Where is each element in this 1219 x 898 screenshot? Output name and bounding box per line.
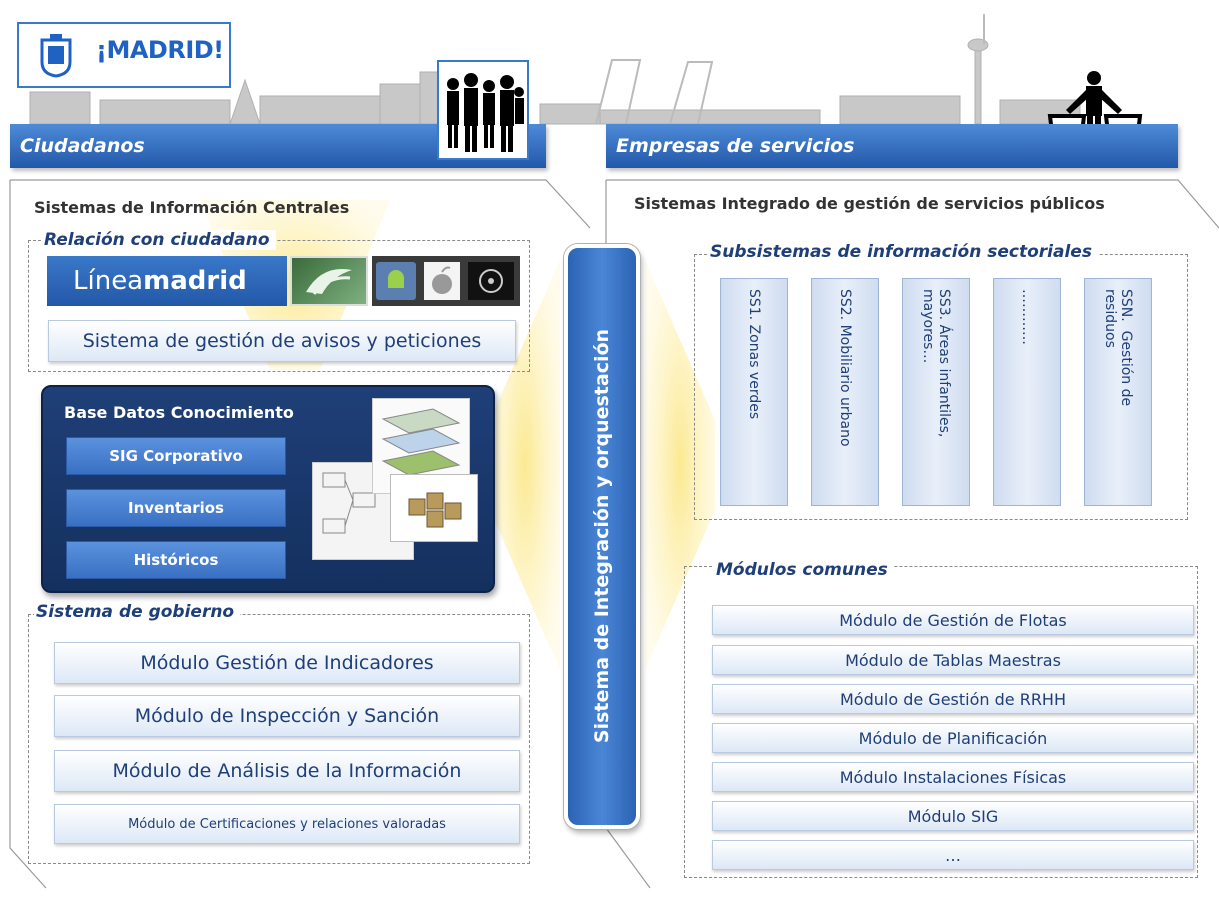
- inventarios-button: Inventarios: [66, 489, 286, 527]
- madrid-logo-text: ¡MADRID!: [96, 36, 224, 64]
- empresas-bar: Empresas de servicios: [606, 124, 1178, 168]
- modulo-more: …: [712, 840, 1194, 870]
- subsystem-ss2: SS2. Mobiliario urbano: [811, 278, 879, 506]
- left-section-title: Sistemas de Información Centrales: [34, 198, 350, 217]
- modulos-comunes-group: [684, 566, 1198, 878]
- cubes-thumbnail: [390, 474, 478, 542]
- apple-icon: [424, 262, 460, 300]
- people-group-icon: [447, 73, 524, 152]
- modulo-inspeccion: Módulo de Inspección y Sanción: [54, 695, 520, 737]
- modulo-planificacion: Módulo de Planificación: [712, 723, 1194, 753]
- sistema-gobierno-group: [28, 614, 530, 864]
- modulos-comunes-label: Módulos comunes: [714, 560, 894, 580]
- kb-title: Base Datos Conocimiento: [64, 403, 294, 422]
- subsystem-ssn: SSN. Gestión de residuos: [1084, 278, 1152, 506]
- lineamadrid-logo: Líneamadrid: [47, 256, 287, 306]
- subsystem-ss3: SS3. Áreas infantiles, mayores…: [902, 278, 970, 506]
- modulo-sig: Módulo SIG: [712, 801, 1194, 831]
- subsystem-placeholder: …………: [993, 278, 1061, 506]
- citizens-icon-frame: [437, 60, 529, 160]
- modulo-certificaciones: Módulo de Certificaciones y relaciones v…: [54, 804, 520, 844]
- blackberry-icon: [468, 262, 514, 300]
- subsystem-ss1: SS1. Zonas verdes: [720, 278, 788, 506]
- right-section-title: Sistemas Integrado de gestión de servici…: [634, 194, 1105, 213]
- modulo-rrhh: Módulo de Gestión de RRHH: [712, 684, 1194, 714]
- avisos-peticiones-module: Sistema de gestión de avisos y peticione…: [48, 320, 516, 362]
- modulo-instalaciones: Módulo Instalaciones Físicas: [712, 762, 1194, 792]
- city-skyline: [29, 14, 1081, 125]
- historicos-button: Históricos: [66, 541, 286, 579]
- relacion-ciudadano-label: Relación con ciudadano: [42, 230, 276, 250]
- android-icon: [376, 262, 416, 300]
- web-portal-icon: [290, 256, 368, 306]
- integration-label: Sistema de Integración y orquestación: [591, 328, 613, 744]
- madrid-crest-icon: [40, 34, 72, 78]
- subsistemas-label: Subsistemas de información sectoriales: [708, 242, 1098, 262]
- modulo-indicadores: Módulo Gestión de Indicadores: [54, 642, 520, 684]
- relacion-ciudadano-group: [28, 240, 530, 372]
- sig-corporativo-button: SIG Corporativo: [66, 437, 286, 475]
- modulo-analisis: Módulo de Análisis de la Información: [54, 750, 520, 792]
- modulo-tablas-maestras: Módulo de Tablas Maestras: [712, 645, 1194, 675]
- sistema-gobierno-label: Sistema de gobierno: [34, 602, 241, 622]
- modulo-flotas: Módulo de Gestión de Flotas: [712, 605, 1194, 635]
- integration-bar: [564, 244, 640, 829]
